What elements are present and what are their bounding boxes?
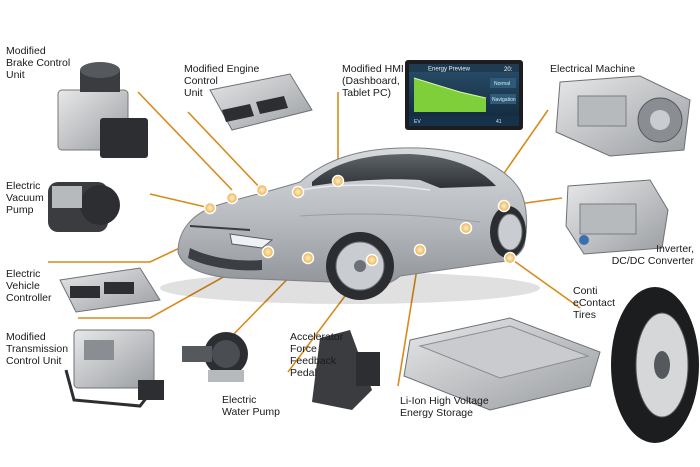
label-accelerator-pedal: Accelerator Force Feedback Pedal [290,331,344,379]
label-li-ion-energy-storage: Li-Ion High Voltage Energy Storage [400,395,489,419]
car-wheel-front [326,232,394,300]
marker-dot [301,251,315,265]
marker-dot [459,221,473,235]
vacuum-pump-image [48,182,120,232]
callout-line-engine [187,111,263,191]
hmi-side-item: Navigation [492,97,516,103]
component-markers [203,174,517,267]
label-brake-control-unit: Modified Brake Control Unit [6,45,71,81]
vehicle-controller-image [59,267,161,313]
marker-dot [503,251,517,265]
marker-dot [497,199,511,213]
label-inverter-dcdc: Inverter, DC/DC Converter [611,243,694,267]
marker-dot [261,245,275,259]
hmi-tablet-image: Energy Preview 20: Normal Navigation EV … [405,60,523,130]
marker-dot [331,174,345,188]
car-windows [312,154,496,188]
marker-dot [225,191,239,205]
callout-line-brake [137,91,233,191]
label-electric-water-pump: Electric Water Pump [222,394,280,418]
hmi-bottom-left: EV [414,119,421,125]
accelerator-pedal-image [312,330,380,410]
inverter-image [565,179,669,255]
hmi-energy-graph [414,78,486,112]
callout-line-vacuum [149,193,211,209]
car-headlight [229,233,274,249]
marker-dot [291,185,305,199]
electrical-machine-image [555,75,691,157]
marker-dot [255,183,269,197]
transmission-control-unit-image [64,329,164,408]
car-wheel-rear [490,206,526,258]
water-pump-image [182,332,248,382]
label-engine-control-unit: Modified Engine Control Unit [184,63,260,99]
engine-control-unit-image [209,73,313,131]
marker-dot [365,253,379,267]
hmi-screen-title: Energy Preview [428,67,471,73]
label-electric-vacuum-pump: Electric Vacuum Pump [6,180,44,216]
callout-line-tires [509,257,581,309]
car-illustration [160,147,540,304]
car-grille [188,248,262,271]
label-electric-vehicle-controller: Electric Vehicle Controller [6,268,52,304]
label-conti-econtact-tires: Conti eContact Tires [573,285,616,321]
marker-dot [203,201,217,215]
tire-image [611,287,699,443]
brake-control-unit-image [57,62,148,158]
hmi-bottom-right: 41 [496,119,502,125]
marker-dot [413,243,427,257]
label-hmi: Modified HMI (Dashboard, Tablet PC) [342,63,404,99]
label-electrical-machine: Electrical Machine [550,63,636,75]
hmi-screen-clock: 20: [504,67,513,73]
hmi-side-item: Normal [494,81,510,87]
battery-storage-image [403,317,601,411]
label-transmission-control-unit: Modified Transmission Control Unit [6,331,69,367]
